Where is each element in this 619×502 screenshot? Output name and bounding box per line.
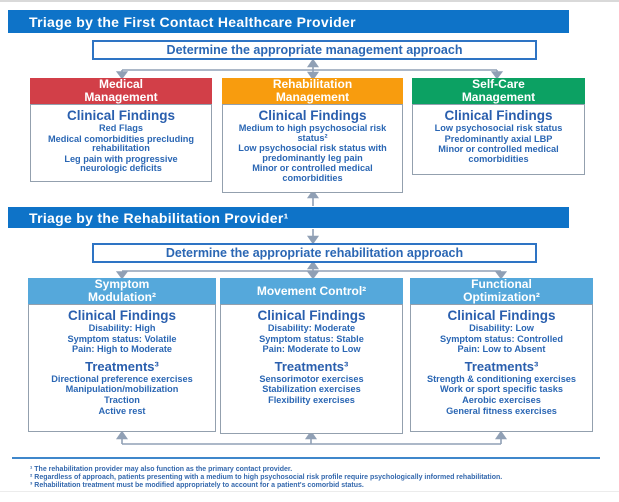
- clinical-findings-title: Clinical Findings: [67, 308, 176, 323]
- list-item: Active rest: [98, 405, 146, 416]
- list-item: Traction: [104, 394, 140, 405]
- header-rehabilitation-management-label: Rehabilitation Management: [272, 77, 353, 104]
- list-item: Low psychosocial risk status: [434, 123, 563, 133]
- treatments-title: Treatments³: [274, 358, 349, 374]
- bottom-border-line: [0, 491, 619, 492]
- list-item: Minor or controlled medical comorbiditie…: [438, 144, 559, 164]
- header-symptom-modulation-label: Symptom Modulation²: [88, 277, 156, 304]
- determine-management-box: Determine the appropriate management app…: [92, 40, 537, 60]
- banner-first-contact-triage: Triage by the First Contact Healthcare P…: [8, 10, 569, 33]
- list-item: Medical comorbidities precluding rehabil…: [47, 133, 194, 154]
- list-item: Symptom status: Volatile: [67, 333, 177, 344]
- findings-list: Medium to high psychosocial risk status²…: [233, 123, 392, 184]
- list-item: Manipulation/mobilization: [65, 384, 179, 395]
- header-symptom-modulation: Symptom Modulation²: [28, 278, 216, 304]
- list-item: Red Flags: [99, 123, 143, 133]
- list-item: Symptom status: Controlled: [439, 333, 564, 344]
- list-item: Directional preference exercises: [51, 373, 193, 384]
- list-item: Minor or controlled medical comorbiditie…: [252, 163, 373, 183]
- list-item: Disability: Low: [469, 323, 534, 333]
- list-item: Leg pain with progressive neurologic def…: [64, 153, 178, 174]
- treatments-title: Treatments³: [85, 358, 159, 374]
- banner-rehabilitation-provider-triage: Triage by the Rehabilitation Provider¹: [8, 207, 569, 228]
- footnote-1: ¹ The rehabilitation provider may also f…: [30, 466, 293, 473]
- top-border-line: [0, 0, 619, 2]
- clinical-findings-title: Clinical Findings: [257, 308, 366, 323]
- list-item: Strength & conditioning exercises: [426, 373, 577, 384]
- list-item: Symptom status: Stable: [259, 333, 364, 344]
- list-item: Disability: High: [88, 323, 156, 333]
- determine-rehabilitation-box: Determine the appropriate rehabilitation…: [92, 243, 537, 263]
- header-medical-management: Medical Management: [30, 78, 212, 104]
- clinical-findings-title: Clinical Findings: [66, 108, 175, 123]
- list-item: General fitness exercises: [446, 405, 557, 416]
- list-item: Work or sport specific tasks: [440, 384, 563, 395]
- box-self-care-management: Clinical Findings Low psychosocial risk …: [412, 104, 585, 175]
- header-medical-management-label: Medical Management: [84, 77, 158, 104]
- footnote-divider: [12, 457, 600, 459]
- footnote-2: ² Regardless of approach, patients prese…: [30, 474, 503, 481]
- list-item: Predominantly axial LBP: [444, 133, 553, 144]
- header-movement-control-label: Movement Control²: [256, 283, 367, 298]
- header-movement-control: Movement Control²: [220, 278, 403, 304]
- header-self-care-management: Self-Care Management: [412, 78, 585, 104]
- header-rehabilitation-management: Rehabilitation Management: [222, 78, 403, 104]
- list-item: Medium to high psychosocial risk status²: [238, 123, 387, 143]
- list-item: Low psychosocial risk status with predom…: [238, 143, 387, 163]
- footnote-3: ³ Rehabilitation treatment must be modif…: [30, 482, 364, 489]
- clinical-findings-title: Clinical Findings: [447, 308, 556, 323]
- list-item: Flexibility exercises: [268, 394, 355, 405]
- list-item: Disability: Moderate: [267, 323, 356, 333]
- clinical-findings-title: Clinical Findings: [444, 108, 553, 123]
- header-self-care-management-label: Self-Care Management: [461, 77, 536, 104]
- clinical-findings-title: Clinical Findings: [258, 108, 367, 123]
- list-item: Pain: Low to Absent: [457, 344, 546, 355]
- list-item: Stabilization exercises: [262, 384, 361, 395]
- list-item: Aerobic exercises: [462, 394, 541, 405]
- list-item: Pain: Moderate to Low: [262, 344, 361, 355]
- connector-rehabilitation-branch: [115, 260, 508, 280]
- header-functional-optimization-label: Functional Optimization²: [463, 277, 540, 304]
- box-rehabilitation-management: Clinical Findings Medium to high psychos…: [222, 104, 403, 193]
- list-item: Sensorimotor exercises: [259, 373, 364, 384]
- list-item: Pain: High to Moderate: [71, 344, 173, 355]
- treatments-title: Treatments³: [464, 358, 539, 374]
- header-functional-optimization: Functional Optimization²: [410, 278, 593, 304]
